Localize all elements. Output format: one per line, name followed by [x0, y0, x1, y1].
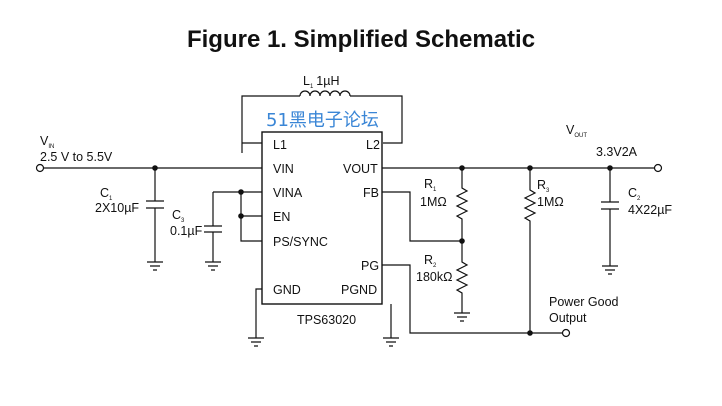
vina-en-network: C3 0.1µF	[170, 189, 262, 271]
r3-ref-sub: 3	[546, 188, 550, 194]
ic-tps63020: L1 L2 VIN VOUT VINA FB EN PS/SYNC PG GND…	[261, 131, 383, 327]
pin-en-label: EN	[273, 210, 290, 224]
c3-value: 0.1µF	[170, 224, 203, 238]
r1-ref: R	[424, 177, 433, 191]
c2-ref-sub: 2	[637, 196, 641, 202]
capacitor-c1: C1 2X10µF	[95, 168, 164, 271]
pin-l2-label: L2	[366, 138, 380, 152]
pin-vin-label: VIN	[273, 162, 294, 176]
pin-fb-label: FB	[363, 186, 379, 200]
ic-part-number: TPS63020	[297, 313, 356, 327]
svg-text:R2: R2	[424, 253, 437, 269]
r2-value: 180kΩ	[416, 270, 452, 284]
pin-l1-label: L1	[273, 138, 287, 152]
c1-value: 2X10µF	[95, 201, 139, 215]
r1-ref-sub: 1	[433, 187, 437, 193]
r3-value: 1MΩ	[537, 195, 564, 209]
pin-pg-label: PG	[361, 259, 379, 273]
svg-text:C3: C3	[172, 208, 185, 224]
vin-range: 2.5 V to 5.5V	[40, 150, 113, 164]
vin-label-sub: IN	[48, 144, 54, 150]
svg-text:C1: C1	[100, 186, 113, 202]
c2-value: 4X22µF	[628, 203, 672, 217]
r2-ref-sub: 2	[433, 263, 437, 269]
svg-text:R1: R1	[424, 177, 437, 193]
inductor-ref-sub: 1	[310, 84, 314, 90]
pin-ps-sync-label: PS/SYNC	[273, 235, 328, 249]
feedback-divider: R1 1MΩ R2 180kΩ	[382, 168, 470, 322]
c1-ref-sub: 1	[109, 196, 113, 202]
r1-value: 1MΩ	[420, 195, 447, 209]
inductor-ref: L	[303, 74, 310, 88]
c2-ref: C	[628, 186, 637, 200]
svg-text:VOUT: VOUT	[566, 123, 587, 139]
pin-gnd-label: GND	[273, 283, 301, 297]
svg-text:R3: R3	[537, 178, 550, 194]
ic-grounds	[248, 288, 399, 347]
pin-pgnd-label: PGND	[341, 283, 377, 297]
svg-text:C2: C2	[628, 186, 641, 202]
watermark: 51黑电子论坛	[266, 110, 379, 131]
c3-ref-sub: 3	[181, 218, 185, 224]
capacitor-c2: C2 4X22µF	[601, 168, 672, 275]
svg-text:VIN: VIN	[40, 134, 54, 150]
input-rail: VIN 2.5 V to 5.5V	[35, 134, 262, 173]
figure-title: Figure 1. Simplified Schematic	[186, 26, 536, 53]
inductor-value: 1µH	[316, 74, 339, 88]
vout-label-sub: OUT	[574, 133, 587, 139]
pin-vout-label: VOUT	[343, 162, 378, 176]
output-rail: VOUT 3.3V2A	[382, 123, 663, 173]
vout-rating: 3.3V2A	[596, 145, 638, 159]
power-good-label-2: Output	[549, 311, 587, 325]
r2-ref: R	[424, 253, 433, 267]
vout-label: V	[566, 123, 575, 137]
c3-ref: C	[172, 208, 181, 222]
c1-ref: C	[100, 186, 109, 200]
r3-ref: R	[537, 178, 546, 192]
pin-vina-label: VINA	[273, 186, 303, 200]
power-good-label-1: Power Good	[549, 295, 619, 309]
power-good-network: R3 1MΩ Power Good Output	[382, 168, 619, 338]
vin-label: V	[40, 134, 49, 148]
